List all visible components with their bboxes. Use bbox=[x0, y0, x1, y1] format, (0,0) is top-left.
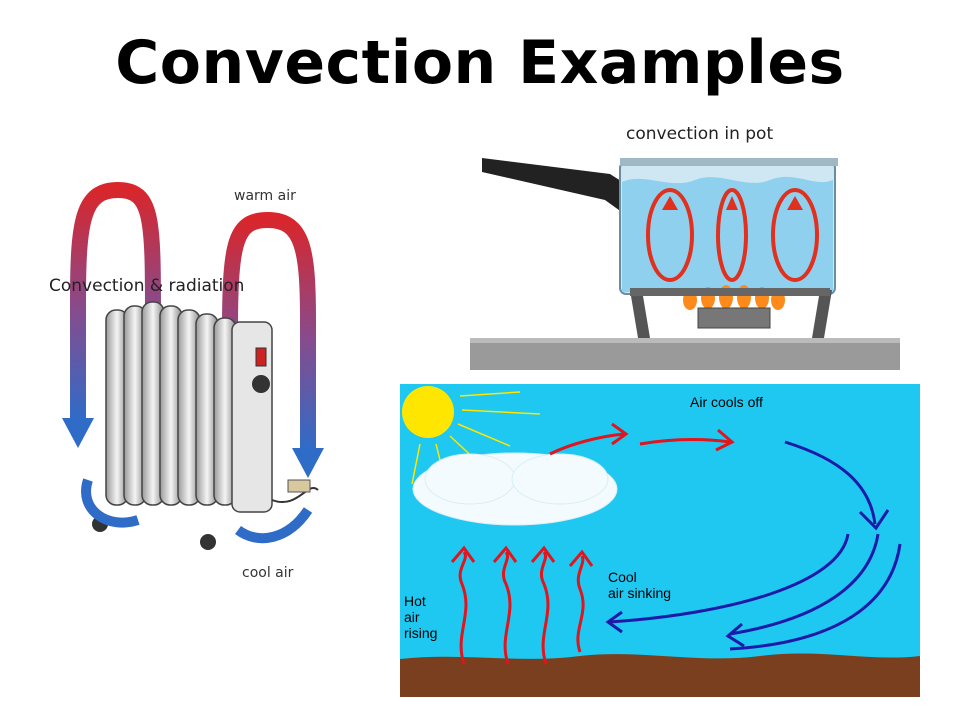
label-rising: rising bbox=[404, 625, 437, 641]
convection-loops bbox=[646, 188, 819, 282]
label-air-cools-off: Air cools off bbox=[690, 394, 763, 410]
slide-title: Convection Examples bbox=[115, 28, 845, 98]
pot-handle bbox=[482, 158, 635, 218]
cool-swirl-arrow bbox=[235, 507, 313, 544]
burner-stand-left bbox=[630, 290, 650, 338]
burner-stand-right bbox=[812, 290, 832, 338]
warm-flow-arrows bbox=[549, 422, 735, 456]
cool-air-label: cool air bbox=[242, 565, 294, 581]
loop-arrow-head bbox=[787, 196, 803, 210]
ground bbox=[400, 653, 920, 697]
countertop bbox=[470, 338, 900, 370]
warm-loop-arrow-right bbox=[222, 211, 316, 450]
loop-arrow-head bbox=[726, 196, 738, 210]
sinking-air-arrows bbox=[605, 440, 902, 651]
pot-rim bbox=[620, 158, 838, 166]
cloud-icon bbox=[412, 452, 618, 526]
warm-air-label: warm air bbox=[234, 188, 296, 204]
warm-loop-arrow-left bbox=[70, 181, 161, 420]
power-cord bbox=[271, 487, 319, 503]
radiator-illustration: warm air cool air bbox=[58, 180, 338, 585]
cool-swirl-arrow bbox=[81, 478, 140, 528]
burner-base bbox=[697, 307, 771, 329]
sun-icon bbox=[402, 386, 454, 438]
wheel-icon bbox=[200, 534, 216, 550]
radiator-body bbox=[105, 301, 273, 513]
label-hot: Hot bbox=[404, 593, 426, 609]
sky-background bbox=[400, 384, 920, 697]
label-cool: Cool bbox=[608, 569, 637, 585]
rising-air-arrows bbox=[450, 545, 594, 665]
label-air-sinking: air sinking bbox=[608, 585, 671, 601]
caption-radiator: Convection & radiation bbox=[49, 276, 245, 296]
arrow-head-down-left bbox=[62, 418, 94, 448]
label-air: air bbox=[404, 609, 420, 625]
arrow-head-down-right bbox=[292, 448, 324, 478]
plug-icon bbox=[287, 479, 311, 493]
loop-arrow-head bbox=[662, 196, 678, 210]
pot-illustration bbox=[470, 140, 900, 370]
caption-pot: convection in pot bbox=[626, 124, 774, 144]
burner-grate bbox=[630, 288, 830, 296]
atmosphere-convection-drawing: Air cools off Cool air sinking Hot air r… bbox=[400, 384, 920, 697]
